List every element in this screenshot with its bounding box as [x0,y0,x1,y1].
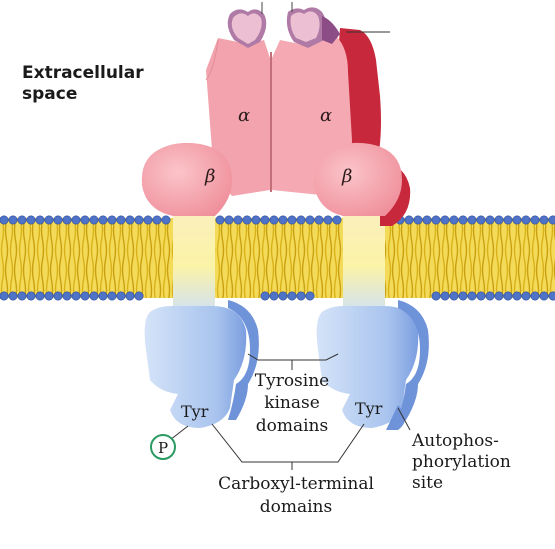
beta-label-right: β [341,166,352,187]
alpha-label-left: α [238,105,250,126]
beta-subunits [141,142,411,226]
alpha-label-right: α [320,105,332,126]
transmembrane-segment-left [173,205,215,315]
svg-text:site: site [412,473,443,493]
autophosphorylation-site-label: Autophos- phorylation site [411,431,511,493]
tyrosine-kinase-label: Tyrosine kinase domains [255,371,329,436]
svg-text:phorylation: phorylation [412,452,511,472]
svg-text:domains: domains [256,416,328,436]
svg-text:Extracellular: Extracellular [22,63,144,83]
tyr-label-right: Tyr [355,399,383,418]
svg-text:Carboxyl-terminal: Carboxyl-terminal [218,474,374,494]
beta-label-left: β [204,166,215,187]
svg-text:domains: domains [260,497,332,517]
transmembrane-segment-right [343,205,385,315]
extracellular-space-label: Extracellular space [22,63,144,104]
phospholipid-heads-bottom [0,291,555,301]
insulin-binding-domains [227,2,390,48]
lipid-bilayer [0,215,555,301]
svg-text:Autophos-: Autophos- [411,431,499,451]
svg-text:space: space [22,84,77,104]
tyr-label-left: Tyr [181,402,209,421]
phosphate-group: P [150,434,176,460]
svg-text:kinase: kinase [264,393,320,413]
annotation-lines [169,353,411,470]
svg-text:Tyrosine: Tyrosine [255,371,329,391]
tyrosine-kinase-domains [144,300,429,430]
svg-text:P: P [158,439,168,457]
carboxyl-terminal-domains-label: Carboxyl-terminal domains [218,474,374,517]
